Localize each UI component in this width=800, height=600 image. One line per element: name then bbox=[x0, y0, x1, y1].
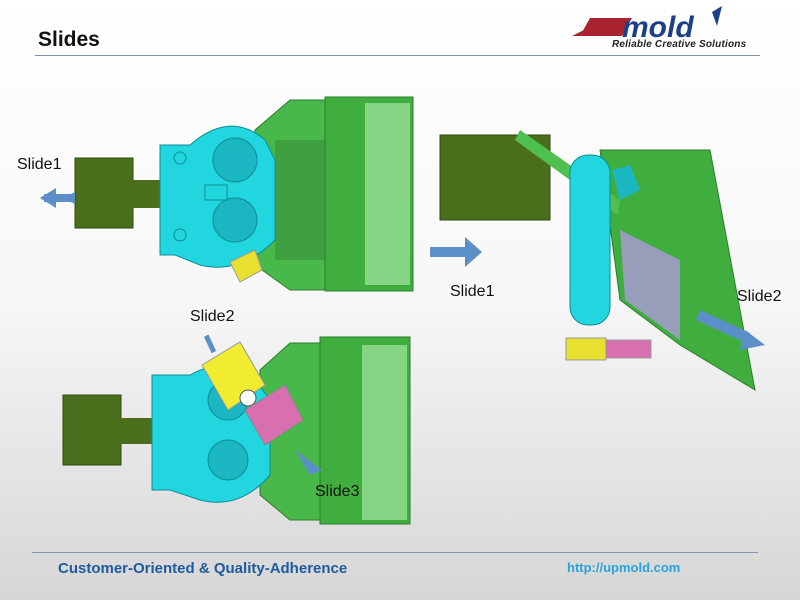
footer-url-link[interactable]: http://upmold.com bbox=[567, 560, 681, 575]
footer-motto: Customer-Oriented & Quality-Adherence bbox=[58, 560, 348, 577]
page-title: Slides bbox=[38, 28, 100, 51]
slide1-label-right: Slide1 bbox=[450, 283, 495, 300]
right-mold-side-view bbox=[430, 130, 765, 392]
bottom-left-mold-view bbox=[62, 334, 411, 525]
slide1-label-left: Slide1 bbox=[17, 156, 62, 173]
svg-text:mold: mold bbox=[622, 11, 694, 44]
slide3-label: Slide3 bbox=[315, 483, 360, 500]
slide2-label-bottom: Slide2 bbox=[190, 308, 235, 325]
upmold-logo: mold bbox=[572, 6, 722, 44]
slide2-label-right: Slide2 bbox=[737, 288, 782, 305]
footer-divider bbox=[32, 552, 758, 553]
header-divider bbox=[35, 55, 760, 56]
logo-tagline: Reliable Creative Solutions bbox=[612, 39, 747, 50]
top-left-mold-view bbox=[40, 96, 414, 292]
